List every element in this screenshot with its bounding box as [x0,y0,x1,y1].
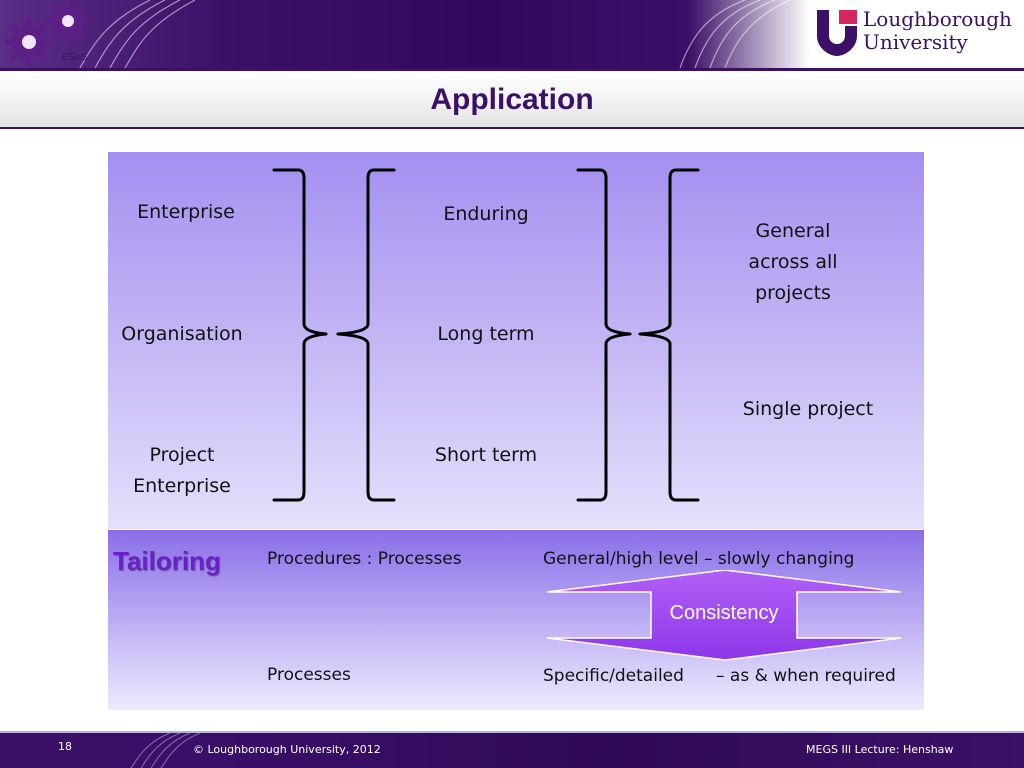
footer-lecture: MEGS III Lecture: Henshaw [806,743,954,756]
tailoring-procedures-processes: Procedures : Processes [267,549,462,569]
tailoring-general-high-level: General/high level – slowly changing [543,549,855,569]
tailoring-as-when-required: – as & when required [716,666,896,686]
slide-header: ESoS Loughborough University [0,0,1024,72]
footer-swirl-decoration [130,733,201,768]
footer-copyright: © Loughborough University, 2012 [193,743,381,756]
gear-icon [5,0,89,66]
header-rule [0,68,1024,71]
duration-long-term: Long term [437,323,535,345]
university-logo: Loughborough University [815,8,1020,58]
university-name: Loughborough University [863,8,1012,54]
level-organisation: Organisation [121,323,243,345]
university-shield-icon [817,10,857,56]
tailoring-processes: Processes [267,665,351,685]
duration-enduring: Enduring [443,203,529,225]
slide-footer: 18 © Loughborough University, 2012 MEGS … [0,731,1024,768]
title-bar: Application [0,73,1024,129]
tailoring-heading: Tailoring [113,546,221,576]
level-project-enterprise: Project Enterprise [133,444,231,497]
level-enterprise: Enterprise [137,201,235,223]
consistency-label: Consistency [669,602,779,624]
slide-number: 18 [58,740,72,753]
duration-short-term: Short term [434,444,538,466]
double-headed-arrow-icon [546,570,902,661]
esos-badge-label: ESoS [62,52,88,63]
application-levels-panel [108,152,924,529]
university-name-line1: Loughborough [863,7,1012,31]
header-swirl-decoration [79,0,791,68]
university-name-line2: University [863,30,968,54]
tailoring-specific-detailed: Specific/detailed [543,666,684,686]
page-title: Application [430,83,594,116]
header-band [0,0,810,68]
scope-general: General across all projects [748,220,838,304]
scope-single-project: Single project [742,398,874,420]
brace-decoration [272,168,700,502]
